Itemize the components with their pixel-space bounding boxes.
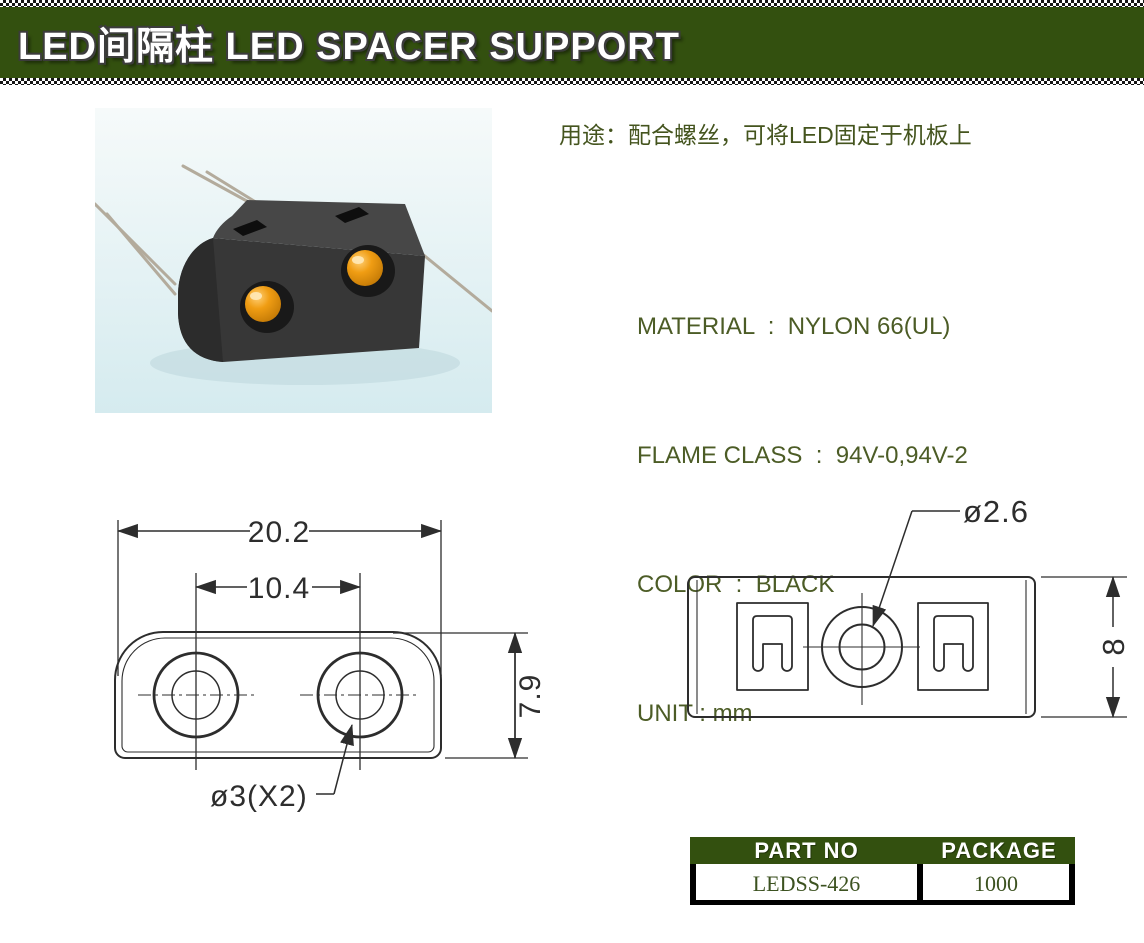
part-no-cell: LEDSS-426 [696, 864, 923, 900]
top-slot-left [233, 220, 267, 236]
dim-depth-label: 8 [1096, 638, 1131, 655]
center-hole-callout: ø2.6 [872, 494, 1029, 627]
hole-callout-label: ø3(X2) [210, 780, 308, 813]
parts-table-row: LEDSS-426 1000 [690, 864, 1075, 905]
checker-border-top [0, 0, 1144, 7]
top-view-drawing: ø2.6 8 [687, 494, 1131, 719]
product-body-top [213, 200, 425, 256]
dim-height: 7.9 [507, 631, 547, 760]
spec-line-color: COLOR : BLACK [637, 571, 835, 598]
lead-slot-right [917, 602, 989, 691]
center-hole-label: ø2.6 [963, 494, 1029, 529]
checker-border-bottom [0, 78, 1144, 85]
spec-list: MATERIAL : NYLON 66(UL) FLAME CLASS : 94… [637, 219, 968, 821]
usage-note: 用途：配合螺丝，可将LED固定于机板上 [559, 122, 972, 148]
page-title: LED间隔柱 LED SPACER SUPPORT [18, 26, 680, 68]
mounting-holes [138, 651, 420, 739]
header-banner: LED间隔柱 LED SPACER SUPPORT [0, 0, 1144, 85]
product-body-left-end [178, 238, 223, 362]
product-photo [93, 108, 494, 413]
hole-callout: ø3(X2) [210, 723, 354, 813]
dim-overall-width-label: 20.2 [248, 516, 310, 549]
body-outline [114, 631, 442, 759]
table-header-part-no: PART NO [754, 838, 859, 863]
dim-hole-spacing-label: 10.4 [248, 572, 310, 605]
dim-hole-spacing: 10.4 [194, 572, 362, 605]
parts-table-header: PART NO PACKAGE [690, 837, 1075, 864]
spec-line-flame-class: FLAME CLASS : 94V-0,94V-2 [637, 442, 968, 469]
table-header-package: PACKAGE [941, 838, 1057, 863]
spec-line-unit: UNIT : mm [637, 700, 753, 727]
dim-depth: 8 [1041, 575, 1131, 719]
front-view-drawing: 20.2 10.4 7.9 ø3(X2) [114, 516, 547, 813]
dim-overall-width: 20.2 [116, 516, 443, 549]
banner-field: LED间隔柱 LED SPACER SUPPORT [0, 7, 1144, 78]
package-cell: 1000 [974, 871, 1018, 896]
dim-height-label: 7.9 [514, 674, 547, 719]
led-right [341, 245, 395, 297]
product-photo-illustration [93, 108, 494, 413]
center-hole [803, 593, 920, 705]
parts-table: PART NO PACKAGE LEDSS-426 1000 [690, 837, 1075, 905]
lead-slot-left [736, 602, 809, 691]
body-outline-top [687, 576, 1036, 718]
spec-line-material: MATERIAL : NYLON 66(UL) [637, 313, 951, 340]
led-left [240, 281, 294, 333]
top-slot-right [335, 207, 369, 223]
